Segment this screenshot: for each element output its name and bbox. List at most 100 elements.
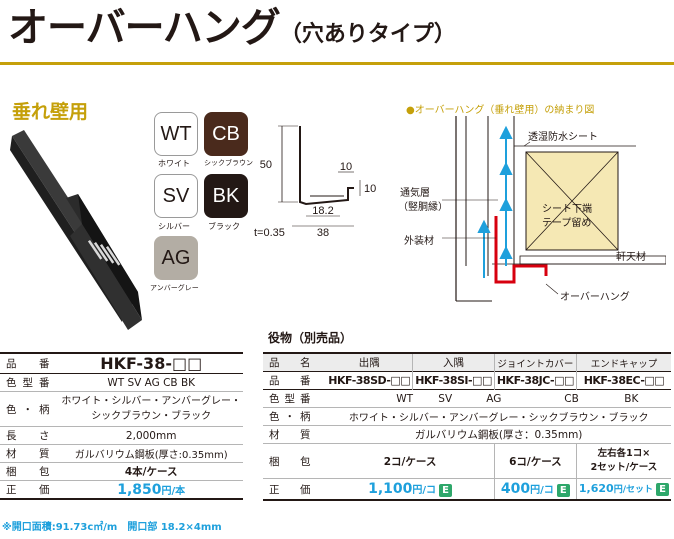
row-key: 色型番 (6, 377, 56, 389)
row-value: WT SV AG CB BK (107, 376, 196, 389)
title-text: オーバーハング (8, 5, 281, 51)
table-row: 品 名 出隅 入隅 ジョイントカバー エンドキャップ (263, 353, 671, 372)
swatch-sv: SV (154, 174, 198, 218)
label-soffit: 軒天材 (616, 250, 646, 263)
label-air-sub: （竪胴縁） (398, 200, 448, 213)
color-code: AG (486, 392, 502, 405)
pack-value: 6コ/ケース (493, 443, 577, 479)
row-value: ガルバリウム鋼板(厚さ:0.35mm) (74, 450, 228, 461)
price: 1,850円/本 (59, 481, 243, 500)
table-row: 色・柄 ホワイト・シルバー・アンバーグレー・シックブラウン・ブラック (263, 408, 671, 426)
row-key: 品 番 (269, 375, 316, 387)
price-value: 1,620 (578, 482, 614, 495)
table-row: 材 質 ガルバリウム鋼板(厚さ:0.35mm) (0, 445, 243, 463)
color-line-1: ホワイト・シルバー・アンバーグレー・ (61, 396, 241, 407)
swatch-name: シックブラウン (204, 159, 253, 167)
swatch-wt: WT (154, 112, 198, 156)
price-unit: 円/セット (613, 485, 653, 495)
table-row: 梱 包 2コ/ケース 6コ/ケース 左右各1コ× 2セット/ケース (263, 443, 671, 479)
pack-value: 2コ/ケース (383, 455, 437, 468)
pack-value: 左右各1コ× 2セット/ケース (575, 443, 671, 479)
spec-table: 品 番 HKF-38-□□ 色型番 WT SV AG CB BK 色・柄 ホワイ… (0, 352, 243, 500)
dim-thickness: t=0.35 (254, 227, 285, 239)
table-row: 色・柄 ホワイト・シルバー・アンバーグレー・ シックブラウン・ブラック (0, 392, 243, 427)
swatch-bk: BK (204, 174, 248, 218)
material-value: ガルバリウム鋼板(厚さ：0.35mm) (414, 429, 583, 441)
color-code: SV (438, 392, 453, 405)
profile-drawing: 50 10 10 18.2 38 t=0.35 (254, 125, 376, 239)
table-row: 材 質 ガルバリウム鋼板(厚さ：0.35mm) (263, 426, 671, 444)
dim-flange-side: 10 (364, 183, 376, 195)
swatch-name: アンバーグレー (150, 284, 199, 292)
pack-line-2: 2セット/ケース (590, 462, 658, 473)
eco-badge-icon: E (439, 484, 453, 497)
row-value: 4本/ケース (124, 466, 178, 478)
row-key: 色型番 (269, 393, 316, 405)
code-ec: HKF-38EC-□□ (575, 371, 671, 390)
dim-inner: 18.2 (312, 205, 333, 217)
col-header: 出隅 (358, 357, 380, 369)
swatch-code: CB (212, 122, 240, 145)
price-unit: 円/コ (412, 485, 437, 496)
install-diagram: 透湿防水シート 通気層 （竪胴縁） 外装材 シート下端 テープ留め 軒天材 オー… (398, 116, 666, 303)
table-row: 色型番 WT SV AG CB BK (0, 374, 243, 392)
row-key: 梱 包 (6, 466, 56, 478)
code-sd: HKF-38SD-□□ (328, 374, 411, 387)
color-value: ホワイト・シルバー・アンバーグレー・シックブラウン・ブラック (348, 413, 649, 424)
model-number: HKF-38-□□ (100, 354, 203, 373)
row-key: 正 価 (6, 484, 56, 496)
col-header: ジョイントカバー (493, 353, 577, 372)
footnote: ※開口面積:91.73c㎡/m 開口部 18.2×4mm (2, 522, 222, 533)
price-unit: 円/本 (161, 485, 186, 497)
swatch-name: シルバー (158, 222, 190, 231)
price-unit: 円/コ (530, 485, 554, 496)
swatch-code: WT (160, 122, 192, 145)
dim-flange-top: 10 (340, 161, 352, 173)
table-row: 品 番 HKF-38-□□ (0, 353, 243, 374)
dim-height: 50 (260, 159, 272, 171)
color-line-2: シックブラウン・ブラック (91, 411, 212, 422)
pack-line-1: 左右各1コ× (597, 448, 651, 459)
table-row: 正 価 1,850円/本 (0, 481, 243, 500)
row-key: 材 質 (6, 448, 56, 460)
swatch-code: BK (212, 184, 240, 207)
section-label: 垂れ壁用 (12, 101, 89, 123)
swatch-name: ホワイト (158, 159, 190, 168)
accessories-table: 品 名 出隅 入隅 ジョイントカバー エンドキャップ 品 番 HKF-38SD-… (263, 352, 671, 501)
label-tape1: シート下端 (542, 202, 592, 215)
price-value: 400 (500, 481, 531, 497)
price-value: 1,100 (368, 481, 413, 497)
table-row: 梱 包 4本/ケース (0, 463, 243, 481)
accessories-title: 役物（別売品） (268, 331, 353, 345)
row-key: 品 番 (6, 358, 56, 370)
row-key: 正 価 (269, 483, 316, 496)
subtitle: （穴ありタイプ） (279, 22, 456, 47)
label-air: 通気層 (400, 186, 430, 199)
row-key: 色・柄 (269, 411, 316, 423)
swatch-cb: CB (204, 112, 248, 156)
code-jc: HKF-38JC-□□ (493, 371, 577, 390)
col-header: 品 名 (269, 357, 316, 369)
row-value: ホワイト・シルバー・アンバーグレー・ シックブラウン・ブラック (59, 392, 243, 427)
row-key: 材 質 (269, 429, 316, 441)
color-code: CB (564, 392, 579, 405)
label-tape2: テープ留め (542, 216, 591, 229)
row-value: 2,000mm (125, 429, 177, 442)
color-code: WT (396, 392, 414, 405)
page-title: オーバーハング（穴ありタイプ） (8, 2, 456, 61)
label-sheet: 透湿防水シート (528, 130, 598, 143)
swatch-code: AG (161, 246, 191, 269)
table-row: 長 さ 2,000mm (0, 427, 243, 445)
label-exterior: 外装材 (404, 234, 434, 247)
title-rule (0, 62, 674, 65)
table-row: 品 番 HKF-38SD-□□ HKF-38SI-□□ HKF-38JC-□□ … (263, 371, 671, 390)
swatch-name: ブラック (208, 222, 240, 231)
swatch-ag: AG (154, 236, 198, 280)
product-image (10, 130, 142, 330)
eco-badge-icon: E (556, 484, 570, 497)
